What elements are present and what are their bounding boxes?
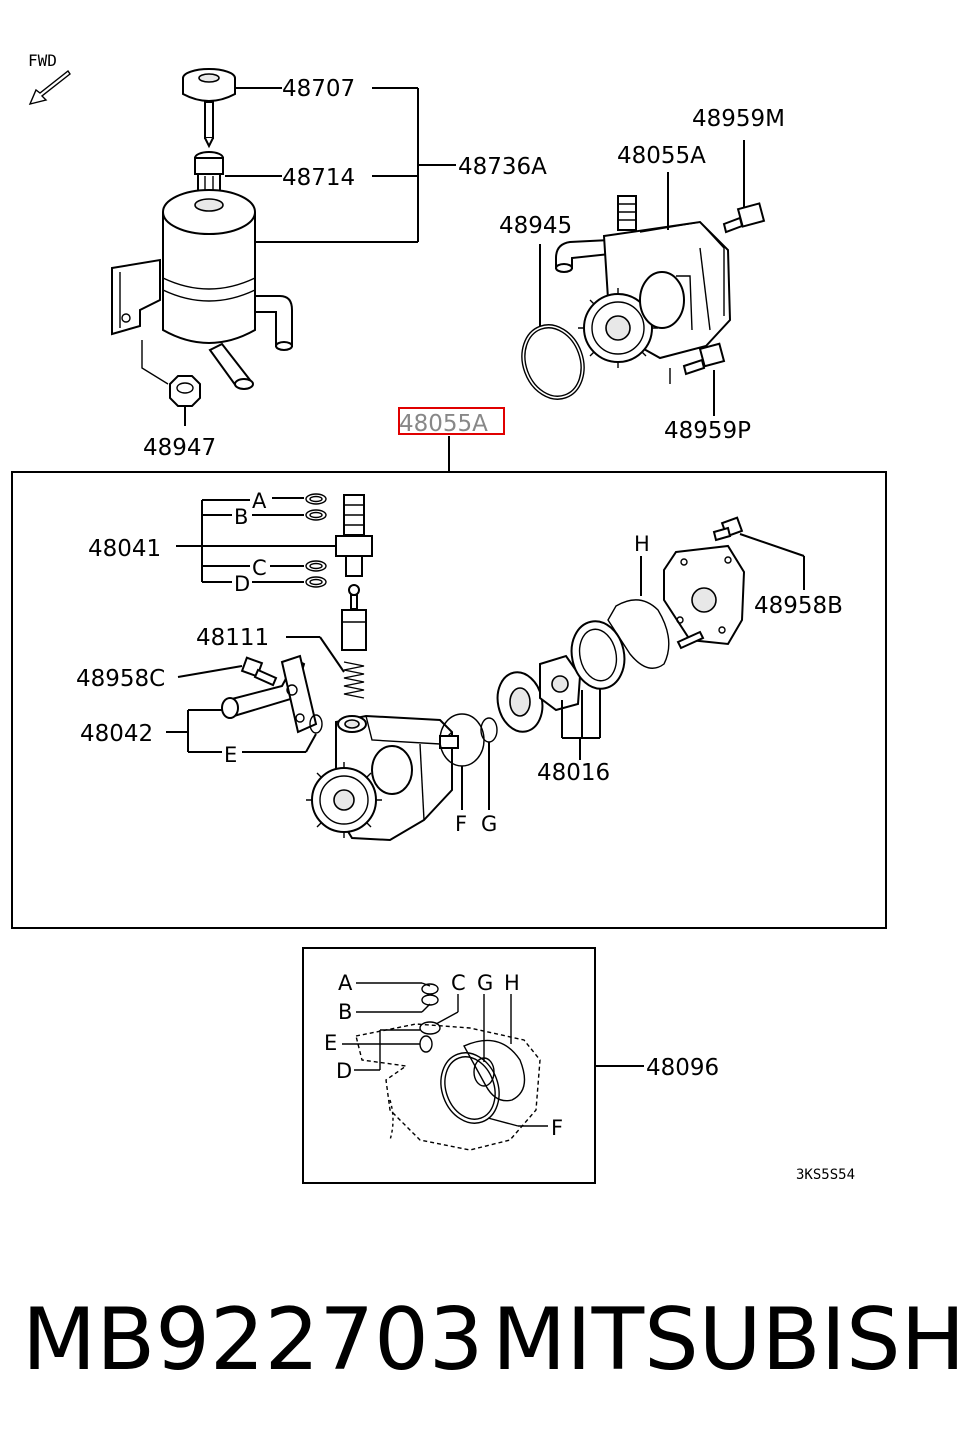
label-48959P: 48959P bbox=[664, 418, 751, 444]
diagram-code: 3KS5S54 bbox=[796, 1167, 855, 1183]
label-48016: 48016 bbox=[537, 760, 610, 786]
kit-letter-G: G bbox=[477, 971, 493, 995]
reservoir-callouts: 48707 48714 48736A 48947 bbox=[143, 76, 547, 461]
label-48707: 48707 bbox=[282, 76, 355, 102]
exploded-parts bbox=[221, 493, 746, 842]
letter-A: A bbox=[252, 489, 267, 513]
fwd-indicator: FWD bbox=[28, 51, 71, 106]
label-48055A-top: 48055A bbox=[617, 143, 706, 169]
label-48096: 48096 bbox=[646, 1055, 719, 1081]
label-48736A: 48736A bbox=[458, 154, 547, 180]
seal-kit-parts bbox=[355, 983, 541, 1151]
label-48958C: 48958C bbox=[76, 666, 165, 692]
kit-letter-F: F bbox=[551, 1116, 563, 1140]
letter-H: H bbox=[634, 532, 650, 556]
label-48959M: 48959M bbox=[692, 106, 785, 132]
kit-letter-C: C bbox=[451, 971, 466, 995]
pump-assembly-top bbox=[521, 195, 766, 400]
letter-C: C bbox=[252, 556, 267, 580]
label-48714: 48714 bbox=[282, 165, 355, 191]
fwd-arrow-icon bbox=[28, 69, 71, 106]
seal-kit-callouts: A B C G H E D F 48096 bbox=[324, 971, 719, 1140]
label-48042: 48042 bbox=[80, 721, 153, 747]
reservoir-assembly bbox=[111, 68, 293, 426]
highlighted-part-label[interactable]: 48055A bbox=[398, 407, 505, 472]
fwd-text: FWD bbox=[28, 51, 57, 70]
kit-letter-D: D bbox=[336, 1059, 352, 1083]
label-48947: 48947 bbox=[143, 435, 216, 461]
letter-E: E bbox=[224, 743, 237, 767]
part-number: MB922703 bbox=[22, 1290, 484, 1390]
label-48945: 48945 bbox=[499, 213, 572, 239]
letter-B: B bbox=[234, 505, 248, 529]
kit-letter-A: A bbox=[338, 971, 353, 995]
kit-letter-E: E bbox=[324, 1031, 337, 1055]
pump-top-callouts: 48959M 48055A 48945 48959P bbox=[499, 106, 785, 444]
kit-letter-H: H bbox=[504, 971, 520, 995]
exploded-callouts: A B 48041 C D 48111 48958C 48042 E F G bbox=[76, 489, 843, 836]
exploded-view-box bbox=[11, 471, 887, 929]
highlight-box bbox=[398, 407, 505, 435]
kit-letter-B: B bbox=[338, 1000, 352, 1024]
label-48041: 48041 bbox=[88, 536, 161, 562]
brand-name: MITSUBISHI bbox=[492, 1290, 960, 1390]
label-48111: 48111 bbox=[196, 625, 269, 651]
letter-D: D bbox=[234, 572, 250, 596]
label-48055A-box: 48055A bbox=[399, 411, 488, 437]
label-48958B: 48958B bbox=[754, 593, 843, 619]
footer: MB922703 MITSUBISHI bbox=[0, 1285, 960, 1395]
letter-G: G bbox=[481, 812, 497, 836]
letter-F: F bbox=[455, 812, 467, 836]
